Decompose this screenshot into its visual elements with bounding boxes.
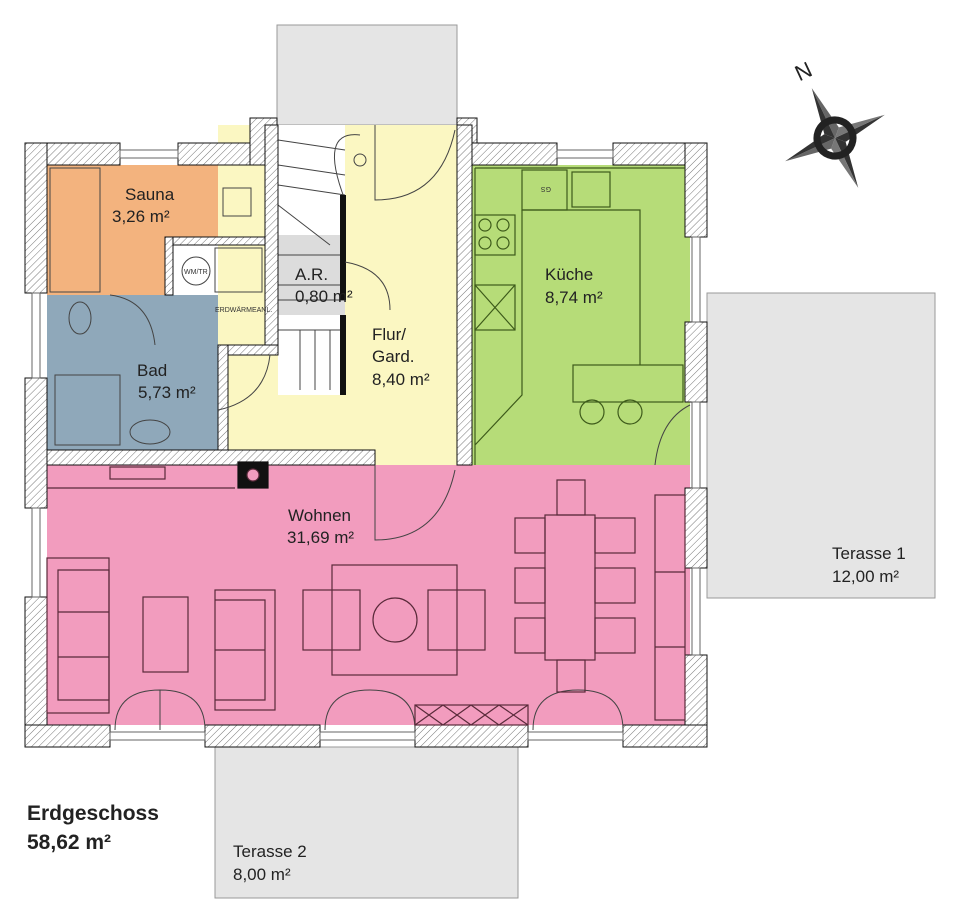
room-bad: [47, 295, 218, 450]
sauna-name: Sauna: [125, 185, 175, 204]
terrace-1-name: Terasse 1: [832, 544, 906, 563]
room-wohnen: [47, 465, 690, 725]
sauna-area: 3,26 m²: [112, 207, 170, 226]
living-furniture: [46, 461, 686, 726]
shower-bad: [54, 374, 121, 446]
bad-name: Bad: [137, 361, 167, 380]
shower-tray: [214, 247, 263, 293]
kueche-name: Küche: [545, 265, 593, 284]
stair-treads: [277, 134, 367, 390]
windows: [31, 149, 701, 741]
terrace-1-area: 12,00 m²: [832, 567, 899, 586]
wohnen-name: Wohnen: [288, 506, 351, 525]
terrace-1: [706, 292, 936, 599]
dishwasher-label: GS: [541, 185, 551, 192]
kueche-area: 8,74 m²: [545, 288, 603, 307]
sauna-bench: [49, 167, 101, 293]
terrace-2: [214, 746, 519, 899]
flur-name-2: Gard.: [372, 347, 415, 366]
terrace-entrance: [276, 24, 458, 126]
ar-name: A.R.: [295, 265, 328, 284]
flur-name: Flur/: [372, 325, 406, 344]
kitchen-counters: [474, 167, 685, 465]
flur-area: 8,40 m²: [372, 370, 430, 389]
terrace-2-area: 8,00 m²: [233, 865, 291, 884]
geothermal-label: ERDWÄRMEANL.: [215, 306, 272, 314]
terrace-2-name: Terasse 2: [233, 842, 307, 861]
floor-title: Erdgeschoss: [27, 802, 159, 825]
interior-walls: [46, 124, 473, 466]
doors: [109, 125, 691, 731]
north-label: N: [791, 57, 816, 86]
sauna-heater: [222, 187, 252, 217]
ar-area: 0,80 m²: [295, 287, 353, 306]
washer-icon: [181, 256, 211, 286]
washer-label: WM/TR: [184, 269, 208, 276]
bad-area: 5,73 m²: [138, 383, 196, 402]
compass-rose-icon: [785, 88, 885, 188]
wohnen-area: 31,69 m²: [287, 528, 354, 547]
room-ar: [278, 235, 345, 315]
sink-icon: [129, 419, 171, 445]
toilet-icon: [68, 301, 92, 335]
floor-total-area: 58,62 m²: [27, 831, 111, 854]
